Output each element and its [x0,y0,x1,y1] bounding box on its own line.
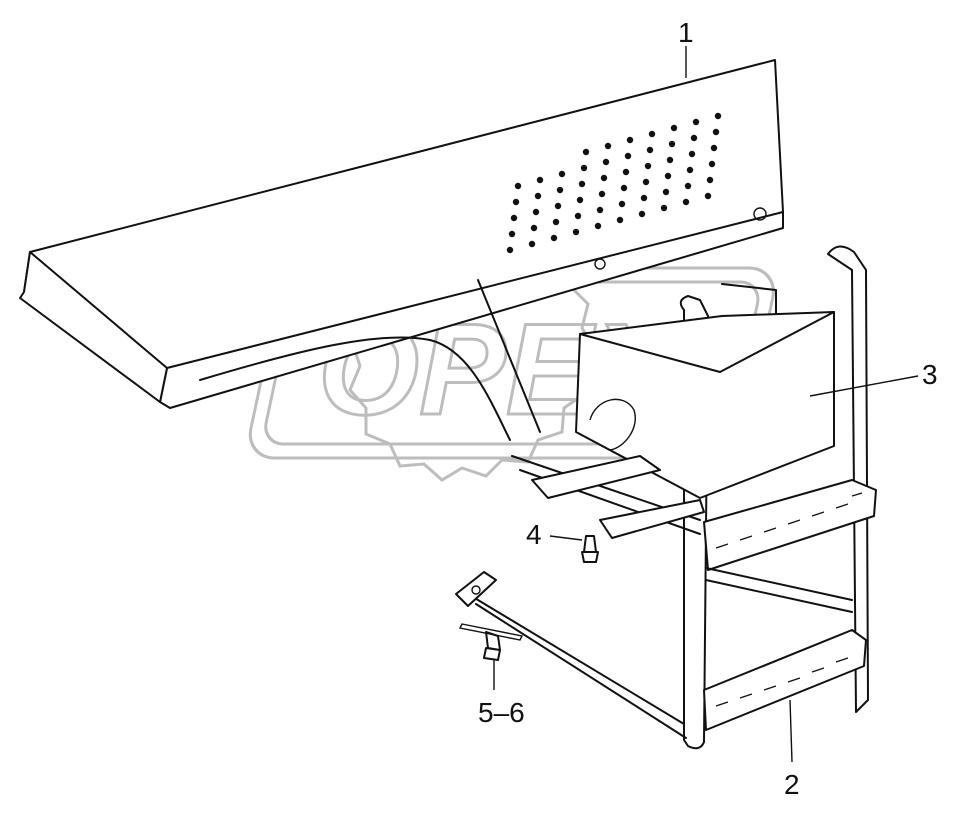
vent-hole [512,198,520,206]
leader-3 [809,375,919,397]
vent-hole [528,240,536,248]
leader-2 [789,699,793,763]
leader-4 [549,535,583,541]
vent-hole [640,194,648,202]
vent-hole [536,176,544,184]
vent-hole [668,140,676,148]
ladder-lower-step [703,629,867,731]
vent-hole [670,124,678,132]
vent-hole [622,168,630,176]
vent-hole [558,170,566,178]
vent-hole [550,234,558,242]
vent-hole [710,144,718,152]
vent-hole [572,228,580,236]
callout-1: 1 [678,17,694,48]
cable-line [199,336,511,441]
ladder-cross-strut [705,567,853,613]
box-cutaway [589,398,636,451]
vent-hole [686,166,694,174]
vent-hole [598,190,606,198]
vent-hole [620,184,628,192]
vent-hole [576,196,584,204]
vent-holes [506,112,722,254]
vent-hole [530,224,538,232]
vent-hole [704,192,712,200]
vent-hole [662,188,670,196]
vent-hole [510,214,518,222]
vent-hole [554,202,562,210]
vent-hole [582,148,590,156]
vent-hole [514,182,522,190]
part-4-bolt [581,535,599,563]
vent-hole [714,112,722,120]
box-rim [721,283,777,321]
vent-hole [578,180,586,188]
box-top-face [579,311,835,373]
cover-left-end [19,251,168,403]
cover-screw-hole [594,258,606,270]
vent-hole [552,218,560,226]
vent-hole [596,206,604,214]
vent-hole [574,212,582,220]
vent-hole [648,130,656,138]
vent-hole [660,204,668,212]
vent-hole [594,222,602,230]
vent-hole [556,186,564,194]
vent-hole [534,192,542,200]
vent-hole [666,156,674,164]
vent-hole [664,172,672,180]
vent-hole [600,174,608,182]
vent-hole [682,198,690,206]
callout-5-6: 5–6 [478,697,525,728]
vent-hole [506,246,514,254]
vent-hole [580,164,588,172]
vent-hole [688,150,696,158]
bolt-5-6-icon [483,631,501,661]
vent-hole [618,200,626,208]
vent-hole [642,178,650,186]
ladder-upper-step [703,479,877,571]
vent-hole [624,152,632,160]
box-bracket [531,455,661,499]
part-5-6-bolt [458,623,524,661]
vent-hole [602,158,610,166]
vent-hole [712,128,720,136]
vent-hole [708,160,716,168]
vent-hole [626,136,634,144]
lower-plate-hole [471,585,481,595]
callout-4: 4 [526,519,542,550]
vent-hole [508,230,516,238]
callout-2: 2 [784,769,800,800]
lower-mount-plate [455,571,497,607]
vent-hole [646,146,654,154]
vent-hole [616,216,624,224]
vent-hole [706,176,714,184]
vent-hole [684,182,692,190]
part-2-step-ladder [455,245,877,750]
callout-3: 3 [922,359,938,390]
leader-lines [493,46,919,763]
vent-hole [638,210,646,218]
box-bracket-lower [599,499,705,539]
step-slots [715,492,863,707]
washer-plate [458,623,524,641]
part-3-box [531,283,835,539]
vent-hole [692,118,700,126]
vent-hole [532,208,540,216]
ladder-right-rail [827,245,869,713]
vent-hole [604,142,612,150]
bolt-4-icon [581,535,599,563]
cover-screw-hole [753,207,767,221]
callout-labels: 1 2 3 4 5–6 [478,17,938,800]
vent-hole [690,134,698,142]
lower-support-bar [467,593,687,739]
cover-brace [477,279,541,433]
part-1-cover-panel [19,59,784,441]
vent-hole [644,162,652,170]
